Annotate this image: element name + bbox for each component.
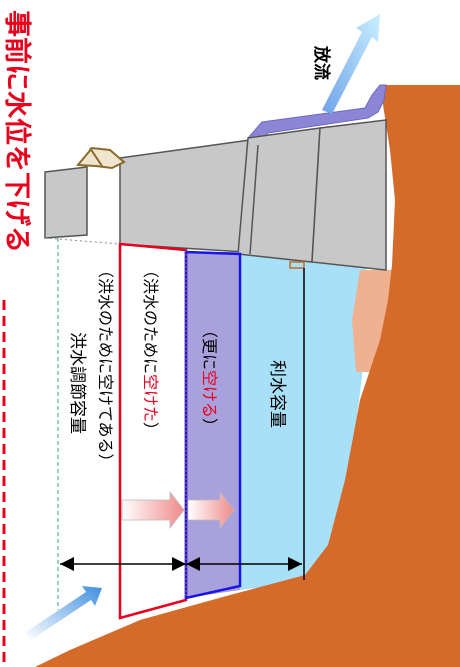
inflow-arrow [26, 586, 102, 640]
emptied-label-group: （洪水のために空けた） [141, 262, 160, 438]
paren-close: ） [141, 422, 160, 438]
dam-block-3 [311, 119, 387, 271]
further-label-highlight: 空ける [200, 370, 219, 418]
discharge-arrow [322, 14, 380, 114]
discharge-label: 放流 [311, 45, 332, 80]
vertical-title: 事前に水位を下げる [1, 10, 33, 253]
lowering-arrow-red [121, 490, 185, 530]
gate-outlet-lower [289, 261, 305, 269]
paren-close: ） [200, 418, 219, 434]
water-use-capacity-label: 利水容量 [267, 360, 287, 428]
top-water-level-line [44, 237, 121, 245]
capacity-arrow-right-head [288, 557, 302, 571]
further-label-group: （更に空ける） [200, 322, 219, 434]
paren-open: （ [96, 262, 115, 278]
paren-close: ） [96, 454, 115, 470]
flood-capacity-title-group: 洪水調節容量 [67, 332, 87, 434]
paren-open: （ [200, 322, 219, 338]
further-label: （更に空ける） [200, 322, 219, 434]
capacity-arrow-mid-left-head [172, 557, 186, 571]
further-label-prefix: 更に [200, 338, 219, 370]
crane-icon [75, 146, 126, 170]
emptied-label-highlight: 空けた [141, 374, 160, 422]
flood-capacity-note-group: （洪水のために空けてある） [96, 262, 115, 470]
emptied-region [118, 242, 188, 620]
discharge-label-group: 放流 [311, 45, 332, 80]
dam-crest-block [44, 166, 88, 239]
paren-open: （ [141, 262, 160, 278]
crane-line [89, 147, 103, 167]
vertical-title-group: 事前に水位を下げる [1, 10, 33, 253]
capacity-arrow-mid-right-head [186, 557, 200, 571]
lowering-arrow-blue [187, 490, 235, 530]
flood-capacity-title: 洪水調節容量 [67, 332, 87, 434]
flood-capacity-note: （洪水のために空けてある） [96, 262, 115, 470]
dam-joint [249, 144, 259, 255]
ground [35, 85, 460, 667]
capacity-arrow-left-head [60, 557, 74, 571]
water-use-capacity-group: 利水容量 [267, 360, 287, 428]
emptied-label: （洪水のために空けた） [141, 262, 160, 438]
flood-capacity-note-text: 洪水のために空けてある [96, 278, 115, 454]
emptied-label-prefix: 洪水のために [141, 278, 160, 374]
dam-block-1 [119, 139, 251, 253]
